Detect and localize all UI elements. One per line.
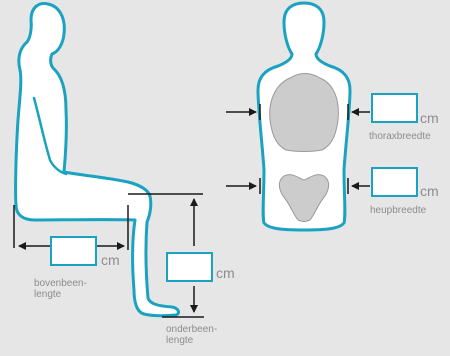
lower-leg-label-line-2: lengte (166, 335, 217, 346)
upper-leg-length-input-box[interactable] (50, 236, 97, 266)
chest-width-input-box[interactable] (371, 93, 418, 123)
hip-width-input-box[interactable] (371, 167, 418, 197)
lower-leg-length-input-box[interactable] (166, 252, 213, 282)
upper-leg-length-label: bovenbeen- lengte (34, 278, 87, 300)
lower-leg-length-label: onderbeen- lengte (166, 324, 217, 346)
upper-leg-label-line-2: lengte (34, 289, 87, 300)
lower-leg-label-line-1: onderbeen- (166, 324, 217, 335)
ribcage-shape (270, 74, 339, 152)
seated-figure-outline (16, 4, 179, 316)
lower-leg-unit: cm (216, 266, 235, 280)
upper-leg-label-line-1: bovenbeen- (34, 278, 87, 289)
upper-leg-unit: cm (101, 253, 120, 267)
hip-width-unit: cm (420, 184, 439, 198)
chest-width-unit: cm (420, 111, 439, 125)
hip-width-label: heupbreedte (370, 205, 426, 216)
chest-width-label: thoraxbreedte (369, 131, 431, 142)
